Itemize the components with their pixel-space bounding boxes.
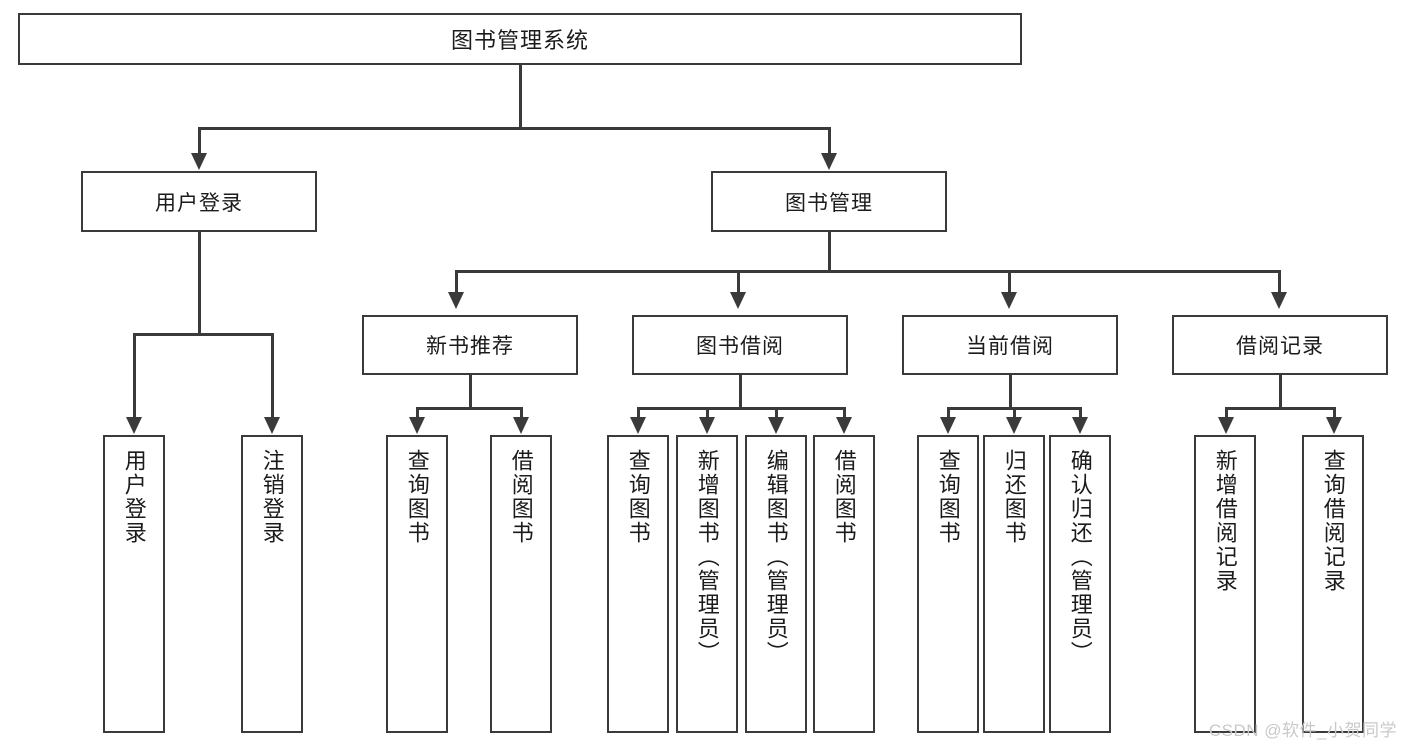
leaf-br-add-record[interactable]: 新增借阅记录 — [1194, 435, 1256, 733]
leaf-nbr-borrow-book[interactable]: 借阅图书 — [490, 435, 552, 733]
leaf-label: 借阅图书 — [508, 449, 534, 545]
edge-br-bus — [1225, 407, 1335, 410]
node-root-system[interactable]: 图书管理系统 — [18, 13, 1022, 65]
arrow-leaf-user-login — [126, 417, 142, 434]
node-label: 借阅记录 — [1236, 335, 1324, 358]
arrow-to-book-borrow — [730, 292, 746, 309]
edge-root-to-user-login — [198, 127, 201, 156]
leaf-label: 归还图书 — [1001, 449, 1027, 545]
arrow-leaf-cb-2 — [1006, 417, 1022, 434]
edge-root-to-book-mgmt — [828, 127, 831, 156]
node-label: 新书推荐 — [426, 335, 514, 358]
edge-root-stem — [519, 65, 522, 128]
arrow-leaf-nbr-1 — [409, 417, 425, 434]
leaf-cb-confirm-return-admin[interactable]: 确认归还（管理员） — [1049, 435, 1111, 733]
node-book-management[interactable]: 图书管理 — [711, 171, 947, 232]
edge-cb-drop-1 — [947, 407, 950, 419]
edge-nbr-drop-2 — [520, 407, 523, 419]
leaf-label: 编辑图书（管理员） — [763, 449, 789, 665]
node-label: 当前借阅 — [966, 335, 1054, 358]
arrow-leaf-bb-2 — [699, 417, 715, 434]
node-label: 用户登录 — [155, 191, 243, 215]
edge-bb-stem — [739, 375, 742, 409]
edge-user-login-drop-1 — [133, 333, 136, 419]
leaf-cb-query-book[interactable]: 查询图书 — [917, 435, 979, 733]
edge-br-stem — [1279, 375, 1282, 409]
leaf-label: 注销登录 — [259, 449, 285, 545]
arrow-leaf-logout — [264, 417, 280, 434]
edge-bb-drop-2 — [706, 407, 709, 419]
leaf-br-query-record[interactable]: 查询借阅记录 — [1302, 435, 1364, 733]
edge-user-login-drop-2 — [271, 333, 274, 419]
leaf-user-login[interactable]: 用户登录 — [103, 435, 165, 733]
leaf-logout[interactable]: 注销登录 — [241, 435, 303, 733]
leaf-label: 查询图书 — [404, 449, 430, 545]
leaf-bb-borrow-book[interactable]: 借阅图书 — [813, 435, 875, 733]
arrow-leaf-br-1 — [1218, 417, 1234, 434]
arrow-to-current-borrow — [1001, 292, 1017, 309]
leaf-label: 查询借阅记录 — [1320, 449, 1346, 593]
arrow-to-book-mgmt — [821, 153, 837, 170]
edge-root-bus — [198, 127, 830, 130]
arrow-leaf-br-2 — [1326, 417, 1342, 434]
edge-br-drop-1 — [1225, 407, 1228, 419]
edge-book-mgmt-drop-2 — [737, 270, 740, 294]
arrow-leaf-bb-3 — [768, 417, 784, 434]
leaf-label: 新增图书（管理员） — [694, 449, 720, 665]
leaf-bb-edit-book-admin[interactable]: 编辑图书（管理员） — [745, 435, 807, 733]
edge-user-login-stem — [198, 232, 201, 334]
leaf-label: 查询图书 — [625, 449, 651, 545]
edge-cb-drop-2 — [1013, 407, 1016, 419]
edge-br-drop-2 — [1333, 407, 1336, 419]
node-user-login[interactable]: 用户登录 — [81, 171, 317, 232]
leaf-nbr-query-book[interactable]: 查询图书 — [386, 435, 448, 733]
leaf-label: 新增借阅记录 — [1212, 449, 1238, 593]
edge-user-login-bus — [133, 333, 273, 336]
arrow-leaf-bb-4 — [836, 417, 852, 434]
node-label: 图书借阅 — [696, 335, 784, 358]
node-borrow-record[interactable]: 借阅记录 — [1172, 315, 1388, 375]
node-new-book-recommend[interactable]: 新书推荐 — [362, 315, 578, 375]
node-book-borrow[interactable]: 图书借阅 — [632, 315, 848, 375]
edge-nbr-drop-1 — [416, 407, 419, 419]
edge-book-mgmt-drop-3 — [1008, 270, 1011, 294]
leaf-label: 查询图书 — [935, 449, 961, 545]
node-current-borrow[interactable]: 当前借阅 — [902, 315, 1118, 375]
edge-book-mgmt-drop-1 — [455, 270, 458, 294]
leaf-cb-return-book[interactable]: 归还图书 — [983, 435, 1045, 733]
edge-cb-stem — [1009, 375, 1012, 409]
edge-bb-bus — [637, 407, 845, 410]
edge-nbr-bus — [416, 407, 522, 410]
edge-bb-drop-4 — [843, 407, 846, 419]
edge-cb-drop-3 — [1079, 407, 1082, 419]
edge-book-mgmt-stem — [828, 232, 831, 272]
edge-nbr-stem — [469, 375, 472, 409]
leaf-bb-query-book[interactable]: 查询图书 — [607, 435, 669, 733]
leaf-bb-add-book-admin[interactable]: 新增图书（管理员） — [676, 435, 738, 733]
arrow-leaf-cb-3 — [1072, 417, 1088, 434]
leaf-label: 用户登录 — [121, 449, 147, 545]
edge-bb-drop-1 — [637, 407, 640, 419]
arrow-leaf-nbr-2 — [513, 417, 529, 434]
node-label: 图书管理系统 — [450, 28, 589, 53]
leaf-label: 确认归还（管理员） — [1067, 449, 1093, 665]
edge-bb-drop-3 — [775, 407, 778, 419]
edge-book-mgmt-drop-4 — [1278, 270, 1281, 294]
arrow-leaf-bb-1 — [630, 417, 646, 434]
arrow-to-new-book-recommend — [448, 292, 464, 309]
arrow-to-borrow-record — [1271, 292, 1287, 309]
leaf-label: 借阅图书 — [831, 449, 857, 545]
node-label: 图书管理 — [785, 191, 873, 215]
edge-book-mgmt-bus — [455, 270, 1280, 273]
arrow-to-user-login — [191, 153, 207, 170]
arrow-leaf-cb-1 — [940, 417, 956, 434]
